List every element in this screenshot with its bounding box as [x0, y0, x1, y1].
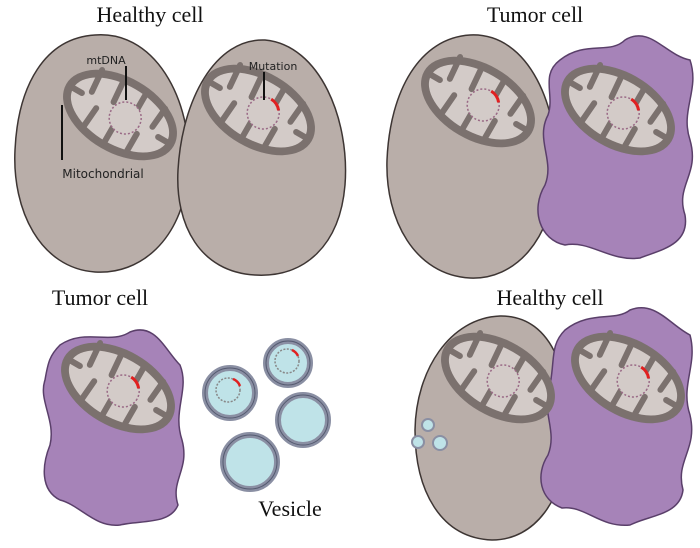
vesicle-with-mtdna — [263, 338, 313, 388]
label-mitochondrial: Mitochondrial — [62, 167, 143, 181]
title-tumor-cell-bottom: Tumor cell — [52, 285, 148, 310]
vesicle-small — [411, 418, 448, 451]
title-healthy-cell-bottom: Healthy cell — [497, 285, 604, 310]
label-vesicle: Vesicle — [258, 496, 322, 521]
vesicle — [275, 392, 331, 448]
title-tumor-cell-top: Tumor cell — [487, 2, 583, 27]
label-mutation: Mutation — [249, 60, 298, 73]
title-healthy-cell-top: Healthy cell — [97, 2, 204, 27]
label-mtdna: mtDNA — [86, 54, 126, 67]
vesicle — [220, 432, 280, 492]
vesicle-with-mtdna — [202, 365, 258, 421]
